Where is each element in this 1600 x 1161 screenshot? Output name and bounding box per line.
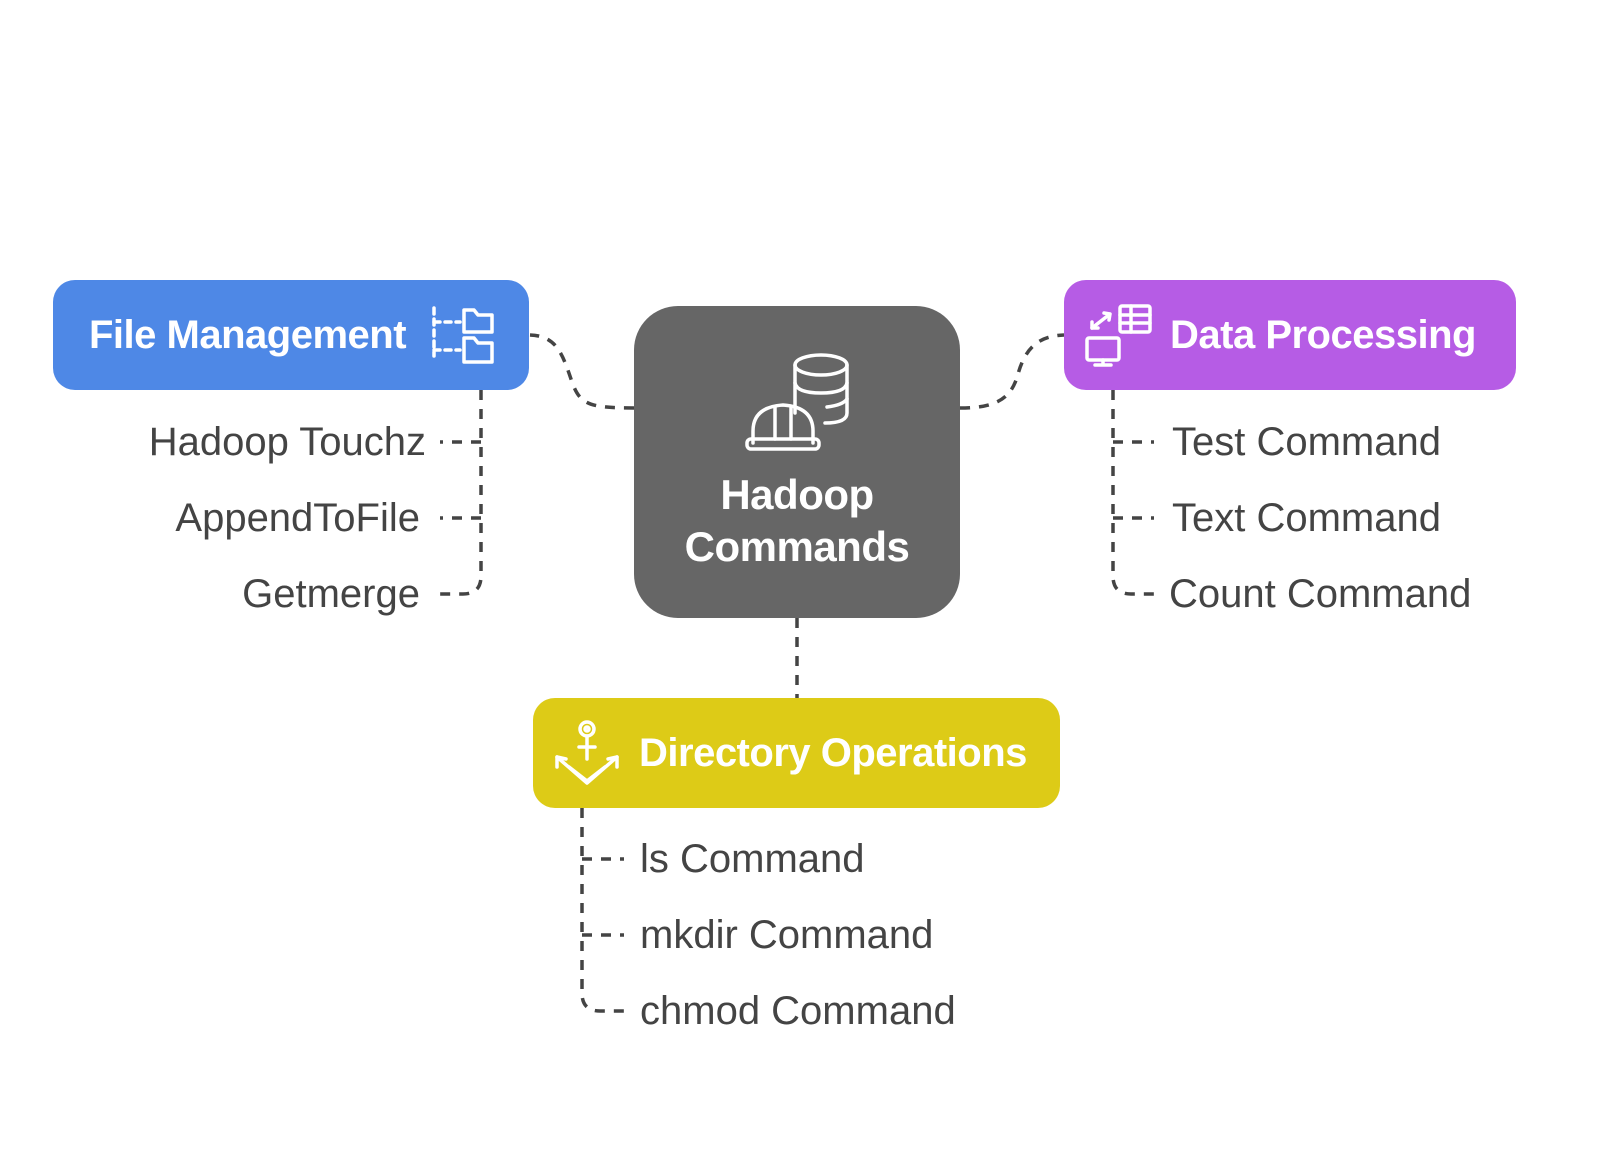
data-transfer-icon <box>1084 302 1152 368</box>
connector-data-trunk <box>1111 390 1154 596</box>
folder-tree-icon <box>430 304 496 366</box>
data-processing-node: Data Processing <box>1064 280 1516 390</box>
connector-center-file <box>529 333 635 410</box>
dir-item-chmod-command: chmod Command <box>640 989 956 1033</box>
dir-item-ls-command: ls Command <box>640 837 865 881</box>
connector-dir-trunk <box>580 808 624 1013</box>
file-item-getmerge: Getmerge <box>242 572 420 616</box>
file-item-appendtofile: AppendToFile <box>175 496 420 540</box>
directory-operations-node: Directory Operations <box>533 698 1060 808</box>
data-item-test-command: Test Command <box>1172 420 1441 464</box>
file-management-title: File Management <box>89 312 407 357</box>
connector-file-trunk <box>440 390 483 596</box>
anchor-icon <box>553 719 621 787</box>
data-processing-title: Data Processing <box>1170 312 1476 357</box>
directory-operations-title: Directory Operations <box>639 730 1027 775</box>
hadoop-commands-node: Hadoop Commands <box>634 306 960 618</box>
data-item-text-command: Text Command <box>1172 496 1441 540</box>
hadoop-commands-title: Hadoop Commands <box>684 471 910 570</box>
data-item-count-command: Count Command <box>1169 572 1472 616</box>
dir-item-mkdir-command: mkdir Command <box>640 913 934 957</box>
connector-center-data <box>959 333 1065 410</box>
file-item-hadoop-touchz: Hadoop Touchz <box>148 420 426 464</box>
hardhat-database-icon <box>745 351 849 455</box>
file-management-node: File Management <box>53 280 529 390</box>
